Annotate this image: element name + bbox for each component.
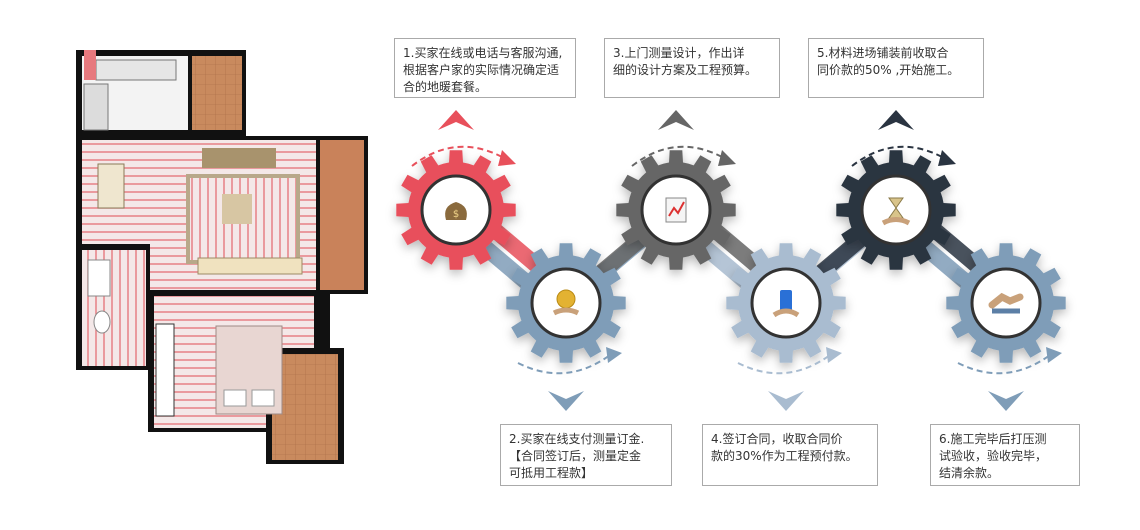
phone-hand-icon — [772, 290, 800, 318]
gear-step-3 — [616, 150, 736, 270]
gear-step-4 — [726, 243, 846, 363]
step-6-line-2: 试验收，验收完毕， — [939, 449, 1048, 463]
floor-plan-illustration — [76, 50, 368, 464]
chart-document-icon — [665, 197, 687, 223]
handshake-icon — [988, 292, 1024, 314]
direction-arrow-step-6 — [957, 347, 1062, 411]
step-6-box: 6.施工完毕后打压测 试验收，验收完毕， 结清余款。 — [930, 424, 1080, 486]
gear-step-5 — [836, 150, 956, 270]
direction-arrow-step-3 — [631, 110, 736, 167]
step-5-line-2: 同价款的50% ,开始施工。 — [817, 63, 960, 77]
step-2-line-3: 可抵用工程款】 — [509, 466, 594, 480]
step-2-box: 2.买家在线支付测量订金. 【合同签订后，测量定金 可抵用工程款】 — [500, 424, 672, 486]
hourglass-hand-icon — [881, 197, 911, 226]
step-6-line-1: 6.施工完毕后打压测 — [939, 432, 1047, 446]
coin-hand-icon — [552, 289, 580, 316]
direction-arrow-step-1 — [411, 110, 516, 167]
step-1-line-3: 合的地暖套餐。 — [403, 80, 488, 94]
direction-arrow-step-4 — [737, 347, 842, 411]
step-5-box: 5.材料进场铺装前收取合 同价款的50% ,开始施工。 — [808, 38, 984, 98]
step-2-line-1: 2.买家在线支付测量订金. — [509, 432, 645, 446]
step-6-line-3: 结清余款。 — [939, 466, 1000, 480]
direction-arrow-step-5 — [851, 110, 956, 167]
step-3-box: 3.上门测量设计，作出详 细的设计方案及工程预算。 — [604, 38, 780, 98]
gear-step-1: $ — [396, 150, 516, 270]
step-3-line-1: 3.上门测量设计，作出详 — [613, 46, 745, 60]
direction-arrow-step-2 — [517, 347, 622, 411]
step-4-line-1: 4.签订合同，收取合同价 — [711, 432, 843, 446]
step-1-line-2: 根据客户家的实际情况确定适 — [403, 63, 560, 77]
step-5-line-1: 5.材料进场铺装前收取合 — [817, 46, 949, 60]
step-1-box: 1.买家在线或电话与客服沟通, 根据客户家的实际情况确定适 合的地暖套餐。 — [394, 38, 576, 98]
step-3-line-2: 细的设计方案及工程预算。 — [613, 63, 758, 77]
money-bag-icon: $ — [445, 202, 467, 220]
gear-step-6 — [946, 243, 1066, 363]
step-4-line-2: 款的30%作为工程预付款。 — [711, 449, 858, 463]
gear-step-2 — [506, 243, 626, 363]
step-1-line-1: 1.买家在线或电话与客服沟通, — [403, 46, 563, 60]
svg-text:$: $ — [453, 209, 459, 220]
step-2-line-2: 【合同签订后，测量定金 — [509, 449, 642, 463]
step-4-box: 4.签订合同，收取合同价 款的30%作为工程预付款。 — [702, 424, 878, 486]
